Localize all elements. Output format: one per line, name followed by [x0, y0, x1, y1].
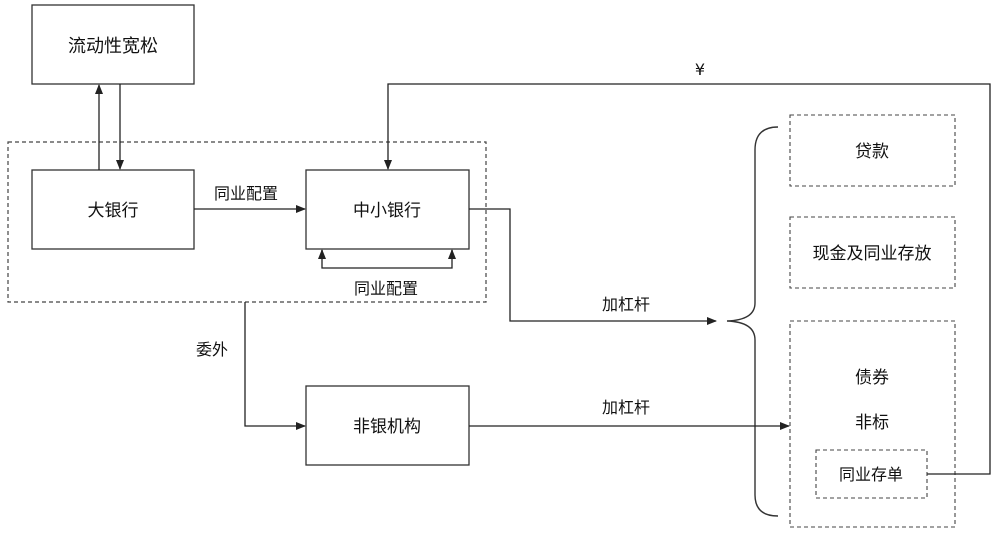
outsourcing-label: 委外 — [196, 340, 228, 359]
yuan-label: ¥ — [695, 60, 705, 79]
liquidity-box — [31, 4, 195, 85]
smallbank-leverage-arrow — [469, 208, 717, 325]
leverage-bottom-label: 加杠杆 — [602, 398, 650, 417]
cash-deposits-box — [789, 216, 956, 289]
small-bank-label: 中小银行 — [353, 201, 421, 221]
non-bank-label: 非银机构 — [353, 417, 421, 437]
loans-box — [789, 114, 956, 187]
banking-system-group — [7, 141, 487, 303]
interbank-alloc-top-label: 同业配置 — [214, 184, 278, 203]
non-bank-box — [305, 385, 470, 466]
ncd-label: 同业存单 — [839, 465, 903, 484]
big-bank-label: 大银行 — [88, 201, 139, 221]
liquidity-label: 流动性宽松 — [68, 36, 158, 57]
non-standard-label: 非标 — [855, 413, 889, 433]
small-bank-box — [305, 169, 470, 250]
bonds-label: 债券 — [855, 368, 889, 388]
big-bank-box — [31, 169, 195, 250]
interbank-alloc-bottom-label: 同业配置 — [354, 279, 418, 298]
loans-label: 贷款 — [855, 142, 889, 162]
smallbank-self-loop — [321, 250, 453, 269]
ncd-feedback-arrow — [384, 83, 991, 475]
bonds-box — [789, 320, 956, 528]
assets-brace — [726, 126, 779, 517]
cash-deposits-label: 现金及同业存放 — [813, 244, 932, 264]
leverage-top-label: 加杠杆 — [602, 295, 650, 314]
outsourcing-arrow — [244, 302, 306, 430]
